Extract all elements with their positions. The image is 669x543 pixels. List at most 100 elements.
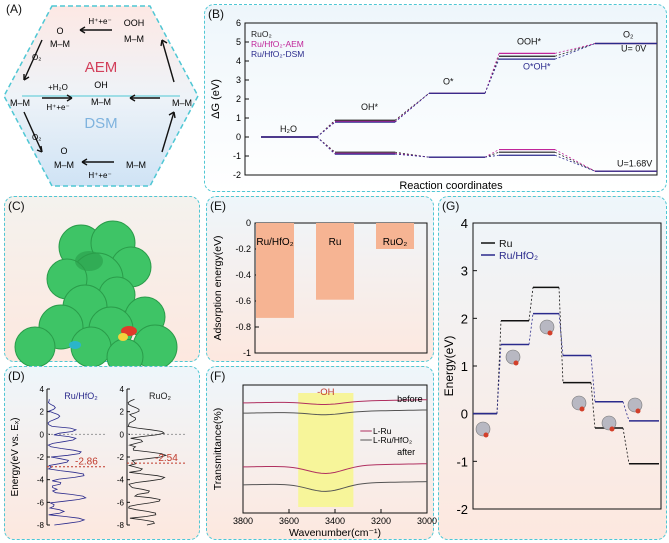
chart-b-legend-entry: Ru/HfO₂-AEM bbox=[251, 39, 304, 49]
dsm-label: DSM bbox=[84, 115, 117, 132]
panel-f-label: (F) bbox=[210, 369, 226, 383]
panel-a-label: (A) bbox=[6, 2, 22, 16]
mm-left: M–M bbox=[10, 98, 30, 108]
chart-b-connector-u168-2 bbox=[484, 154, 500, 158]
chart-g-frame bbox=[472, 222, 662, 510]
chart-g-y-tick-label: 0 bbox=[461, 407, 468, 422]
oxygen-atom-icon bbox=[513, 360, 519, 366]
chart-d-series-name: Ru/HfO₂ bbox=[64, 391, 98, 401]
chart-f-spectrum bbox=[242, 481, 428, 492]
chart-f-oh-label: -OH bbox=[317, 387, 335, 398]
chart-e-bar bbox=[256, 223, 294, 318]
chart-g-legend-entry: Ru bbox=[499, 238, 513, 250]
chart-f-before-label: before bbox=[397, 394, 423, 404]
chart-b-y-tick-label: 2 bbox=[236, 94, 241, 104]
chart-b-annotation: U=1.68V bbox=[617, 158, 652, 168]
chart-b-annotation: O*OH* bbox=[523, 62, 551, 72]
panel-g-label: (G) bbox=[442, 199, 460, 213]
chart-b-connector-u0-2 bbox=[554, 43, 596, 60]
chart-g-connector bbox=[496, 320, 502, 414]
chart-e-y-tick-label: 0 bbox=[246, 218, 251, 228]
chart-b-connector-u168-2 bbox=[554, 154, 596, 172]
chart-b-annotation: H₂O bbox=[280, 124, 297, 134]
chart-e-y-tick-label: -0.6 bbox=[235, 296, 251, 306]
chart-g-connector bbox=[528, 313, 534, 345]
oxygen-atom-icon bbox=[547, 330, 553, 336]
chart-f-after-label: after bbox=[397, 447, 415, 457]
chart-b-legend-entry: RuO₂ bbox=[251, 29, 272, 39]
oxygen-atom-icon bbox=[635, 408, 641, 414]
chart-g-y-tick-label: 4 bbox=[461, 216, 468, 231]
aem-label: AEM bbox=[85, 59, 118, 76]
chart-b-connector-u168-1 bbox=[484, 149, 500, 158]
plus-h2o: +H₂O bbox=[48, 83, 68, 92]
chart-f-x-tick-label: 3400 bbox=[325, 516, 345, 526]
charge-density-surface-image bbox=[14, 220, 178, 376]
chart-b-connector-u0-1 bbox=[554, 43, 596, 54]
cluster-model-icon bbox=[475, 421, 491, 437]
chart-d-dos-curve bbox=[47, 399, 87, 526]
chart-e-bar bbox=[316, 223, 354, 300]
chart-b-y-tick-label: 3 bbox=[236, 75, 241, 85]
chart-b-connector-u168-0 bbox=[484, 151, 500, 158]
o2-top: O₂ bbox=[32, 53, 41, 62]
chart-e-y-tick-label: -0.2 bbox=[235, 244, 251, 254]
chart-d-y-tick-label: 2 bbox=[120, 408, 125, 417]
cluster-model-icon bbox=[505, 349, 521, 365]
chart-g-y-tick-label: -1 bbox=[456, 454, 468, 469]
chart-g-ylabel: Energy(eV) bbox=[442, 336, 456, 397]
o-bottom-left: O bbox=[60, 146, 67, 156]
chart-f-spectrum bbox=[242, 463, 428, 474]
step-label-top: H⁺+e⁻ bbox=[88, 17, 111, 26]
chart-g-y-tick-label: 1 bbox=[461, 359, 468, 374]
chart-b-connector-u0-0 bbox=[484, 56, 500, 94]
chart-d-y-tick-label: 2 bbox=[40, 408, 45, 417]
chart-b-connector-u0-2 bbox=[484, 58, 500, 94]
cluster-model-icon bbox=[627, 397, 643, 413]
chart-e-category-label: RuO₂ bbox=[383, 237, 408, 248]
chart-e-y-tick-label: -0.4 bbox=[235, 270, 251, 280]
oxygen-atom-icon bbox=[609, 426, 615, 432]
chart-g-y-tick-label: 3 bbox=[461, 264, 468, 279]
chart-f-legend-entry: L-Ru bbox=[373, 426, 392, 436]
chart-b-annotation: OH* bbox=[361, 102, 379, 112]
cluster-model-icon bbox=[601, 415, 617, 431]
cluster-model-icon bbox=[539, 319, 555, 335]
chart-b-connector-u0-1 bbox=[316, 121, 336, 138]
chart-g-connector bbox=[558, 313, 564, 356]
panel-d-label: (D) bbox=[8, 369, 25, 383]
mm-right: M–M bbox=[172, 98, 192, 108]
chart-d-y-tick-label: 4 bbox=[40, 385, 45, 394]
chart-f-spectrum bbox=[242, 399, 428, 405]
chart-f-ylabel: Transmittance(%) bbox=[212, 408, 224, 490]
chart-e-bar bbox=[376, 223, 414, 249]
chart-d-y-tick-label: 0 bbox=[40, 430, 45, 439]
chart-d-y-tick-label: -8 bbox=[117, 521, 125, 530]
chart-g-connector bbox=[590, 382, 596, 429]
chart-g-connector bbox=[622, 401, 630, 421]
chart-b-y-tick-label: 5 bbox=[236, 37, 241, 47]
chart-d-y-tick-label: 0 bbox=[120, 430, 125, 439]
chart-d-y-tick-label: 4 bbox=[120, 385, 125, 394]
chart-d-y-tick-label: -4 bbox=[117, 476, 125, 485]
chart-b-connector-u0-0 bbox=[554, 43, 596, 57]
chart-g-y-tick-label: -2 bbox=[456, 502, 468, 517]
panel-c-label: (C) bbox=[8, 199, 25, 213]
chart-e-category-label: Ru bbox=[329, 237, 342, 248]
chart-b-annotation: O₂ bbox=[623, 29, 634, 39]
o2-bottom: O₂ bbox=[32, 133, 41, 142]
chart-f-legend-entry: L-Ru/HfO₂ bbox=[373, 435, 412, 445]
chart-f-xlabel: Wavenumber(cm⁻¹) bbox=[289, 527, 381, 539]
chart-g-legend-entry: Ru/HfO₂ bbox=[499, 250, 538, 262]
chart-b-connector-u0-1 bbox=[484, 53, 500, 94]
chart-b-y-tick-label: 0 bbox=[236, 132, 241, 142]
chart-g-connector bbox=[528, 287, 534, 321]
chart-d-series-name: RuO₂ bbox=[149, 391, 172, 401]
chart-b-connector-u0-2 bbox=[316, 121, 336, 138]
chart-b-connector-u0-0 bbox=[316, 119, 336, 138]
chart-d-y-tick-label: -6 bbox=[37, 498, 45, 507]
chart-d-ylabel: Energy(eV vs. Eₓ) bbox=[10, 418, 21, 497]
